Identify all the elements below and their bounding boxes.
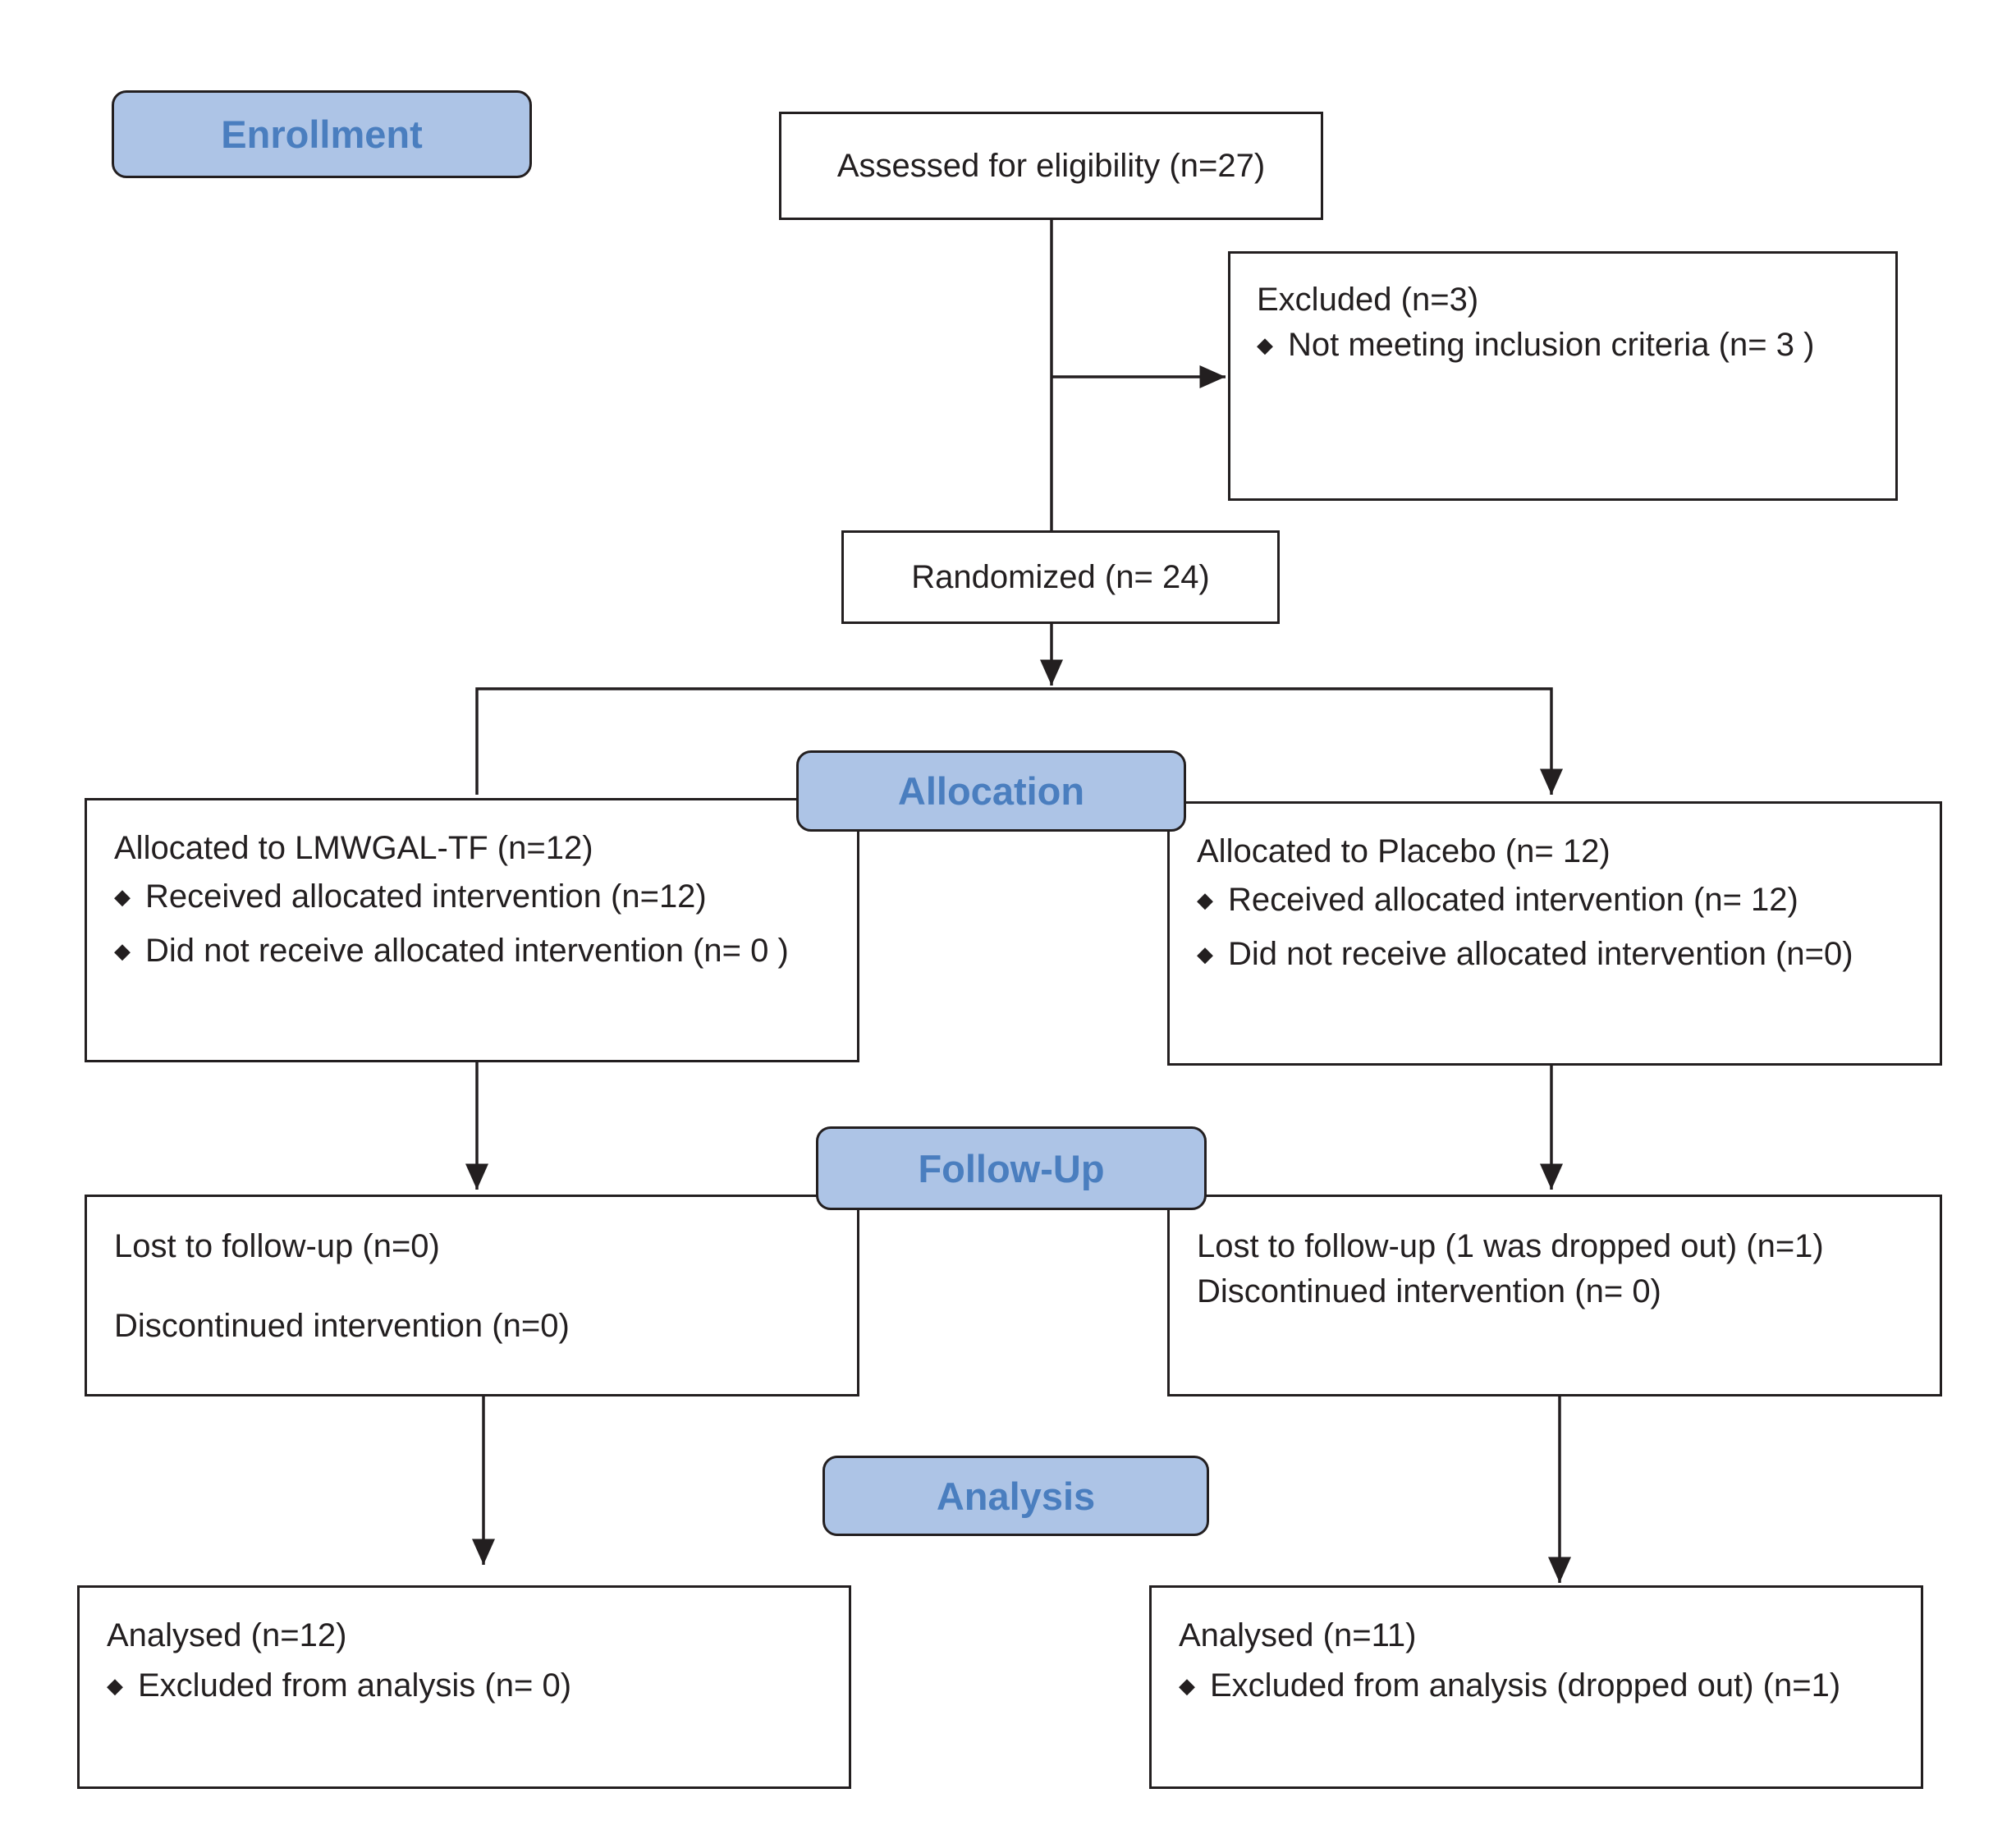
allocation-right-item: ◆ Received allocated intervention (n= 12) [1197, 879, 1798, 920]
bullet-diamond-icon: ◆ [1257, 332, 1273, 357]
analysis-right-title: Analysed (n=11) [1179, 1617, 1417, 1653]
allocation-right-item: ◆ Did not receive allocated intervention … [1197, 933, 1853, 975]
analysis-left-title: Analysed (n=12) [107, 1617, 347, 1653]
stage-allocation: Allocation [796, 750, 1186, 832]
allocation-left-item: ◆ Did not receive allocated intervention … [114, 930, 789, 971]
allocation-left-item-text: Received allocated intervention (n=12) [145, 878, 707, 915]
followup-right-discontinued: Discontinued intervention (n= 0) [1197, 1273, 1661, 1309]
allocation-left-item: ◆ Received allocated intervention (n=12) [114, 876, 707, 917]
analysis-right-item-text: Excluded from analysis (dropped out) (n=… [1210, 1667, 1841, 1704]
analysis-right-item: ◆ Excluded from analysis (dropped out) (n… [1179, 1665, 1840, 1706]
allocation-right-item-text: Did not receive allocated intervention (… [1228, 936, 1853, 972]
allocation-left-item-text: Did not receive allocated intervention (… [145, 933, 789, 969]
excluded-item-text: Not meeting inclusion criteria (n= 3 ) [1288, 327, 1815, 363]
followup-left-discontinued: Discontinued intervention (n=0) [114, 1308, 570, 1344]
allocation-left-title: Allocated to LMWGAL-TF (n=12) [114, 830, 593, 866]
analysis-left-box: Analysed (n=12) ◆ Excluded from analysis … [77, 1585, 851, 1789]
excluded-title: Excluded (n=3) [1257, 282, 1479, 318]
stage-follow-up-label: Follow-Up [918, 1146, 1105, 1190]
bullet-diamond-icon: ◆ [1197, 887, 1213, 912]
stage-enrollment-label: Enrollment [221, 112, 423, 156]
allocation-right-item-text: Received allocated intervention (n= 12) [1228, 882, 1798, 918]
allocation-right-box: Allocated to Placebo (n= 12) ◆ Received a… [1167, 801, 1942, 1066]
analysis-right-box: Analysed (n=11) ◆ Excluded from analysis … [1149, 1585, 1923, 1789]
excluded-item: ◆ Not meeting inclusion criteria (n= 3 ) [1257, 324, 1814, 365]
followup-left-lost: Lost to follow-up (n=0) [114, 1228, 440, 1264]
bullet-diamond-icon: ◆ [1179, 1673, 1195, 1698]
stage-enrollment: Enrollment [112, 90, 532, 178]
stage-analysis-label: Analysis [936, 1474, 1096, 1518]
randomized-text: Randomized (n= 24) [911, 559, 1210, 595]
stage-allocation-label: Allocation [897, 769, 1085, 813]
followup-right-box: Lost to follow-up (1 was dropped out) (n… [1167, 1195, 1942, 1396]
analysis-left-item: ◆ Excluded from analysis (n= 0) [107, 1665, 571, 1706]
allocation-right-title: Allocated to Placebo (n= 12) [1197, 833, 1611, 869]
allocation-left-box: Allocated to LMWGAL-TF (n=12) ◆ Received … [85, 798, 859, 1062]
bullet-diamond-icon: ◆ [114, 938, 131, 963]
analysis-left-item-text: Excluded from analysis (n= 0) [138, 1667, 572, 1704]
followup-right-lost: Lost to follow-up (1 was dropped out) (n… [1197, 1228, 1824, 1264]
bullet-diamond-icon: ◆ [114, 884, 131, 909]
excluded-box: Excluded (n=3) ◆ Not meeting inclusion cr… [1228, 251, 1898, 501]
randomized-box: Randomized (n= 24) [841, 530, 1280, 624]
stage-follow-up: Follow-Up [816, 1126, 1207, 1210]
stage-analysis: Analysis [822, 1456, 1209, 1536]
followup-left-box: Lost to follow-up (n=0) Discontinued int… [85, 1195, 859, 1396]
assessed-box: Assessed for eligibility (n=27) [779, 112, 1323, 220]
bullet-diamond-icon: ◆ [107, 1673, 123, 1698]
bullet-diamond-icon: ◆ [1197, 942, 1213, 966]
assessed-text: Assessed for eligibility (n=27) [836, 148, 1266, 184]
branch-line [475, 687, 1563, 795]
